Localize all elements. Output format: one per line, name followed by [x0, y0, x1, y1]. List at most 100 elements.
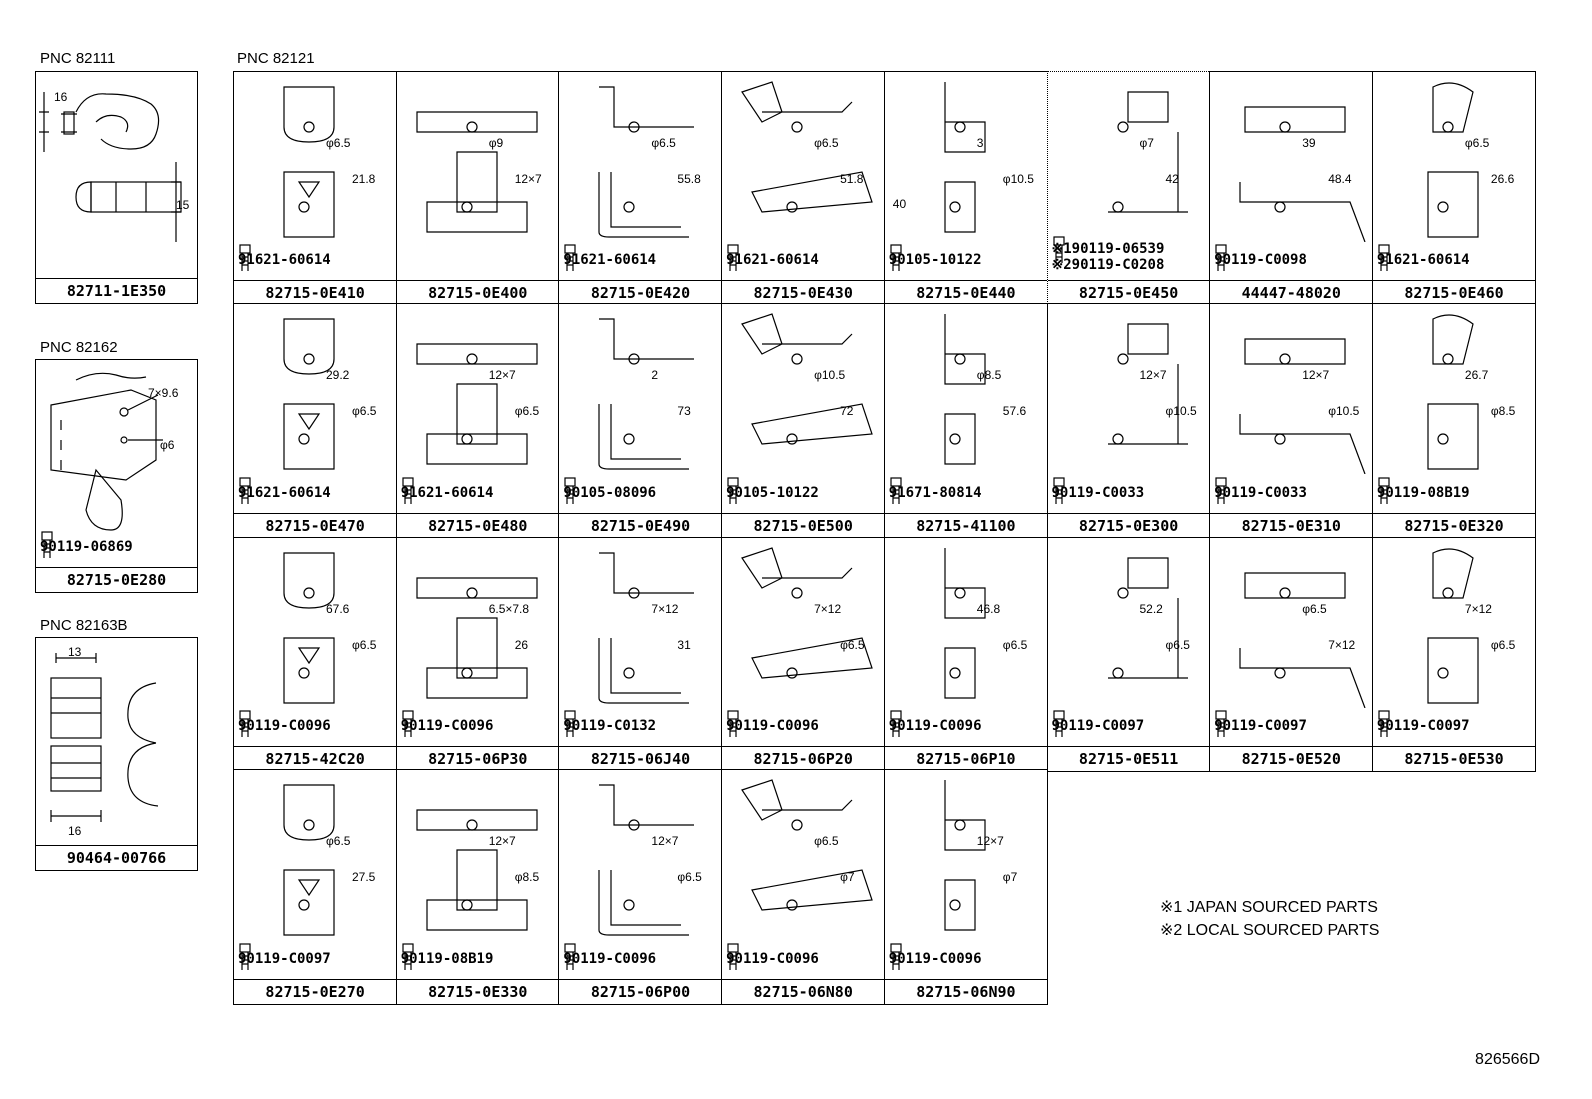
dim-label: 12×7: [976, 834, 1004, 848]
bracket-drawing: [598, 86, 695, 238]
dim-label: φ8.5: [514, 870, 540, 884]
part-box-82111[interactable]: 16 15 82711-1E350: [35, 71, 198, 304]
bolt-number: 91621-60614: [238, 484, 331, 501]
dim-label: 12×7: [514, 172, 542, 186]
part-number: 82715-0E530: [1372, 745, 1536, 771]
bolt-icon: [727, 243, 739, 271]
bolt-number: 90119-C0096: [888, 950, 982, 967]
part-number: 82715-0E460: [1372, 279, 1536, 305]
bolt-callout: 90119-C0096: [889, 709, 982, 743]
bracket-drawing: [1239, 572, 1366, 708]
dim-label: φ6.5: [1002, 638, 1028, 652]
part-number: 82715-0E300: [1047, 512, 1210, 538]
bolt-number: 90119-06869: [40, 539, 133, 555]
bolt-number: 90119-C0096: [726, 950, 819, 967]
part-box-82162[interactable]: 7×9.6 φ6 90119-06869 82715-0E280: [35, 359, 198, 593]
dim-label: φ6.5: [1490, 638, 1516, 652]
bracket-drawing: [283, 552, 335, 704]
part-number: 82715-0E480: [396, 512, 559, 538]
dim-label: φ7: [1139, 136, 1154, 150]
bolt-callout: 91621-60614: [726, 243, 819, 277]
bolt-callout: 90119-C0097: [1052, 709, 1144, 743]
pnc-82111-label: PNC 82111: [40, 50, 116, 67]
part-number: 82715-0E520: [1210, 745, 1373, 771]
bolt-callout: 91621-60614: [1377, 243, 1470, 277]
bolt-icon: [402, 476, 414, 504]
bracket-drawing: [1427, 82, 1479, 238]
part-number: 82715-0E470: [234, 512, 397, 538]
dim-label: 40: [892, 197, 907, 211]
bracket-drawing: [1239, 106, 1366, 242]
bolt-callout: 91621-60614: [238, 476, 331, 510]
bolt-number: 90119-C0096: [726, 717, 819, 734]
dim-label: φ6.5: [1165, 638, 1190, 652]
part-box-82163b[interactable]: 13 16 90464-00766: [35, 637, 198, 871]
dim-label: 7×12: [651, 602, 679, 616]
bolt-callout: 91621-60614: [401, 476, 493, 510]
bracket-drawing: [1107, 323, 1188, 445]
dim-label: 12×7: [488, 368, 516, 382]
part-number: 82715-0E440: [884, 279, 1047, 305]
dim-label: 26.7: [1464, 368, 1489, 382]
bracket-drawing: [283, 86, 335, 238]
dim-label: 26.6: [1490, 172, 1515, 186]
dim-label: φ6.5: [814, 834, 839, 848]
bolt-icon: [564, 243, 576, 271]
bolt-number: 91621-60614: [726, 251, 819, 268]
part-cell[interactable]: φ6.5 7×12 90119-C0097 82715-0E520: [1209, 537, 1374, 772]
part-number: 82715-0E420: [559, 279, 722, 305]
bracket-drawing: [1427, 548, 1479, 704]
bolt-number: 90119-C0097: [1214, 717, 1307, 734]
bracket-drawing: [598, 784, 695, 936]
bolt-icon: [1378, 243, 1390, 271]
bolt-number: 91671-80814: [888, 484, 982, 501]
pnc-82162-label: PNC 82162: [40, 339, 118, 356]
dim-label: 16: [54, 90, 68, 104]
bolt-icon: [564, 709, 576, 737]
dim-label: φ6.5: [814, 136, 839, 150]
part-cell[interactable]: 26.7 φ8.5 90119-08B19 82715-0E320: [1371, 303, 1537, 539]
bolt-number: 90119-08B19: [400, 950, 494, 967]
part-number: 82715-0E430: [722, 279, 885, 305]
dim-label: φ7: [840, 870, 855, 884]
bolt-number: 90105-10122: [888, 251, 982, 268]
bolt-callout: 90105-10122: [889, 243, 982, 277]
part-number: 82715-0E320: [1372, 512, 1536, 538]
dim-label: φ6.5: [1302, 602, 1327, 616]
dim-label: φ8.5: [1490, 404, 1516, 418]
bracket-drawing: [1239, 338, 1366, 474]
bolt-callout: 90119-C0097: [1377, 709, 1470, 743]
dim-label: φ6: [160, 438, 175, 452]
bolt-number: 90119-08B19: [1376, 484, 1470, 501]
dim-label: 7×12: [1328, 638, 1356, 652]
bolt-icon: [1052, 235, 1065, 263]
part-number: 82715-41100: [884, 512, 1047, 538]
